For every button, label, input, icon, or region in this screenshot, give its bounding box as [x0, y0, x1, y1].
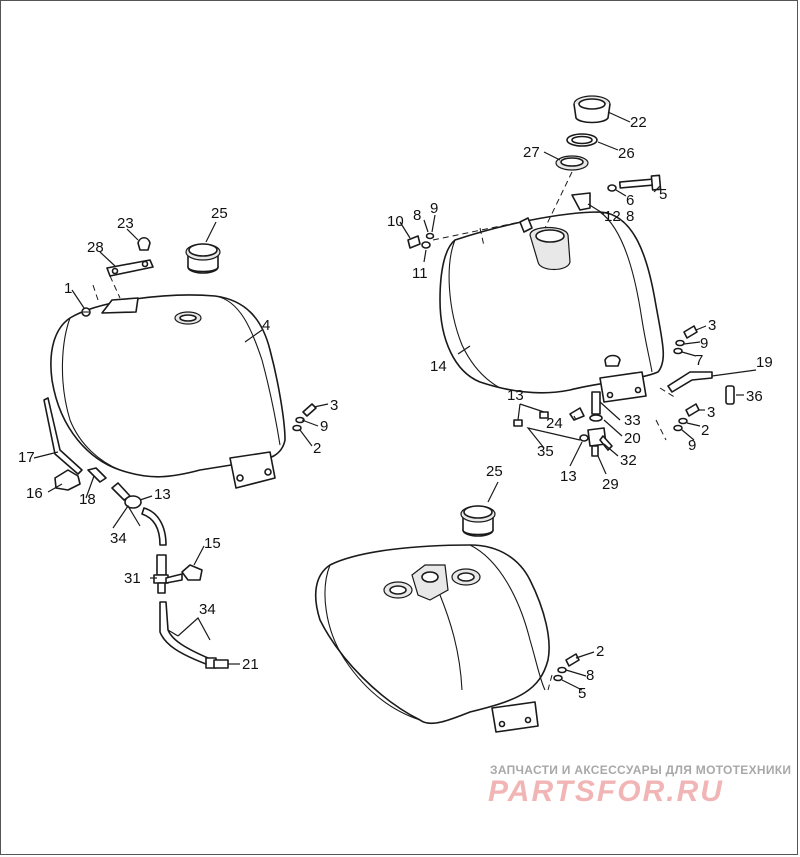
callout-18: 18 [79, 491, 96, 508]
callout-8: 8 [586, 667, 594, 684]
watermark-tagline: ЗАПЧАСТИ И АКСЕССУАРЫ ДЛЯ МОТОТЕХНИКИ [490, 763, 792, 777]
callout-9: 9 [430, 200, 438, 217]
nut-11 [421, 241, 431, 249]
petcock-31 [153, 554, 183, 594]
callout-32: 32 [620, 452, 637, 469]
callout-3: 3 [330, 397, 338, 414]
callout-34: 34 [110, 530, 127, 547]
cap-stack-right [555, 95, 611, 171]
callout-28: 28 [87, 239, 104, 256]
clamp-15 [181, 564, 203, 581]
bolt-5-top [618, 174, 662, 191]
callout-5: 5 [659, 186, 667, 203]
cap-nut-10 [407, 235, 421, 249]
callout-19: 19 [756, 354, 773, 371]
callout-1: 1 [64, 280, 72, 297]
callout-26: 26 [618, 145, 635, 162]
clamp-13-right [579, 434, 589, 442]
fitting-21 [205, 657, 229, 669]
callout-22: 22 [630, 114, 647, 131]
callout-3: 3 [708, 317, 716, 334]
strap-28 [106, 259, 154, 277]
callout-31: 31 [124, 570, 141, 587]
callout-35: 35 [537, 443, 554, 460]
callout-27: 27 [523, 144, 540, 161]
clamp-13-left [124, 495, 142, 509]
callout-8: 8 [413, 207, 421, 224]
hose-34-upper [141, 507, 167, 546]
callout-21: 21 [242, 656, 259, 673]
seal-24 [569, 407, 585, 421]
callout-9: 9 [700, 335, 708, 352]
petcock-29 [587, 427, 613, 457]
fasteners-bottom-tank [553, 653, 580, 682]
callout-15: 15 [204, 535, 221, 552]
callout-20: 20 [624, 430, 641, 447]
callout-29: 29 [602, 476, 619, 493]
callout-23: 23 [117, 215, 134, 232]
callout-16: 16 [26, 485, 43, 502]
callout-24: 24 [546, 415, 563, 432]
fuel-tank-left [50, 294, 286, 489]
screw-1 [81, 307, 91, 317]
callout-5: 5 [578, 685, 586, 702]
callout-2: 2 [701, 422, 709, 439]
callout-25: 25 [211, 205, 228, 222]
bracket-12 [571, 192, 591, 211]
callout-7: 7 [695, 352, 703, 369]
hose-17 [43, 397, 83, 475]
fuel-tank-bottom [314, 544, 550, 733]
knob-23 [137, 236, 151, 251]
washer-20 [589, 414, 603, 422]
callout-2: 2 [596, 643, 604, 660]
filter-33 [591, 391, 601, 415]
washer-8-top [425, 232, 435, 240]
callout-36: 36 [746, 388, 763, 405]
fasteners-right-lower [673, 403, 700, 432]
pin-36 [725, 385, 735, 405]
fasteners-right-tank [673, 325, 698, 355]
fuel-cap-left [185, 243, 221, 274]
callout-3: 3 [707, 404, 715, 421]
callout-13: 13 [154, 486, 171, 503]
callout-12: 12 [604, 208, 621, 225]
leader-lines [33, 111, 757, 691]
callout-6: 6 [626, 192, 634, 209]
callout-13: 13 [507, 387, 524, 404]
callout-9: 9 [320, 418, 328, 435]
fuel-tank-right [439, 211, 665, 403]
fasteners-left-tank [292, 403, 317, 432]
washer-6 [607, 184, 617, 192]
callout-14: 14 [430, 358, 447, 375]
callout-10: 10 [387, 213, 404, 230]
callout-11: 11 [412, 265, 428, 282]
bracket-19 [667, 371, 713, 393]
fuel-cap-bottom [460, 505, 496, 537]
callout-34: 34 [199, 601, 216, 618]
fitting-18 [87, 467, 107, 483]
callout-4: 4 [262, 317, 270, 334]
callout-13: 13 [560, 468, 577, 485]
callout-17: 17 [18, 449, 35, 466]
callout-9: 9 [688, 437, 696, 454]
callout-25: 25 [486, 463, 503, 480]
callout-numbers: 23 28 25 1 4 3 9 2 17 16 18 13 34 15 31 … [18, 114, 773, 702]
watermark-logo: PARTSFOR.RU [488, 775, 724, 808]
callout-2: 2 [313, 440, 321, 457]
callout-33: 33 [624, 412, 641, 429]
fitting-13-a [513, 419, 523, 427]
callout-8: 8 [626, 208, 634, 225]
